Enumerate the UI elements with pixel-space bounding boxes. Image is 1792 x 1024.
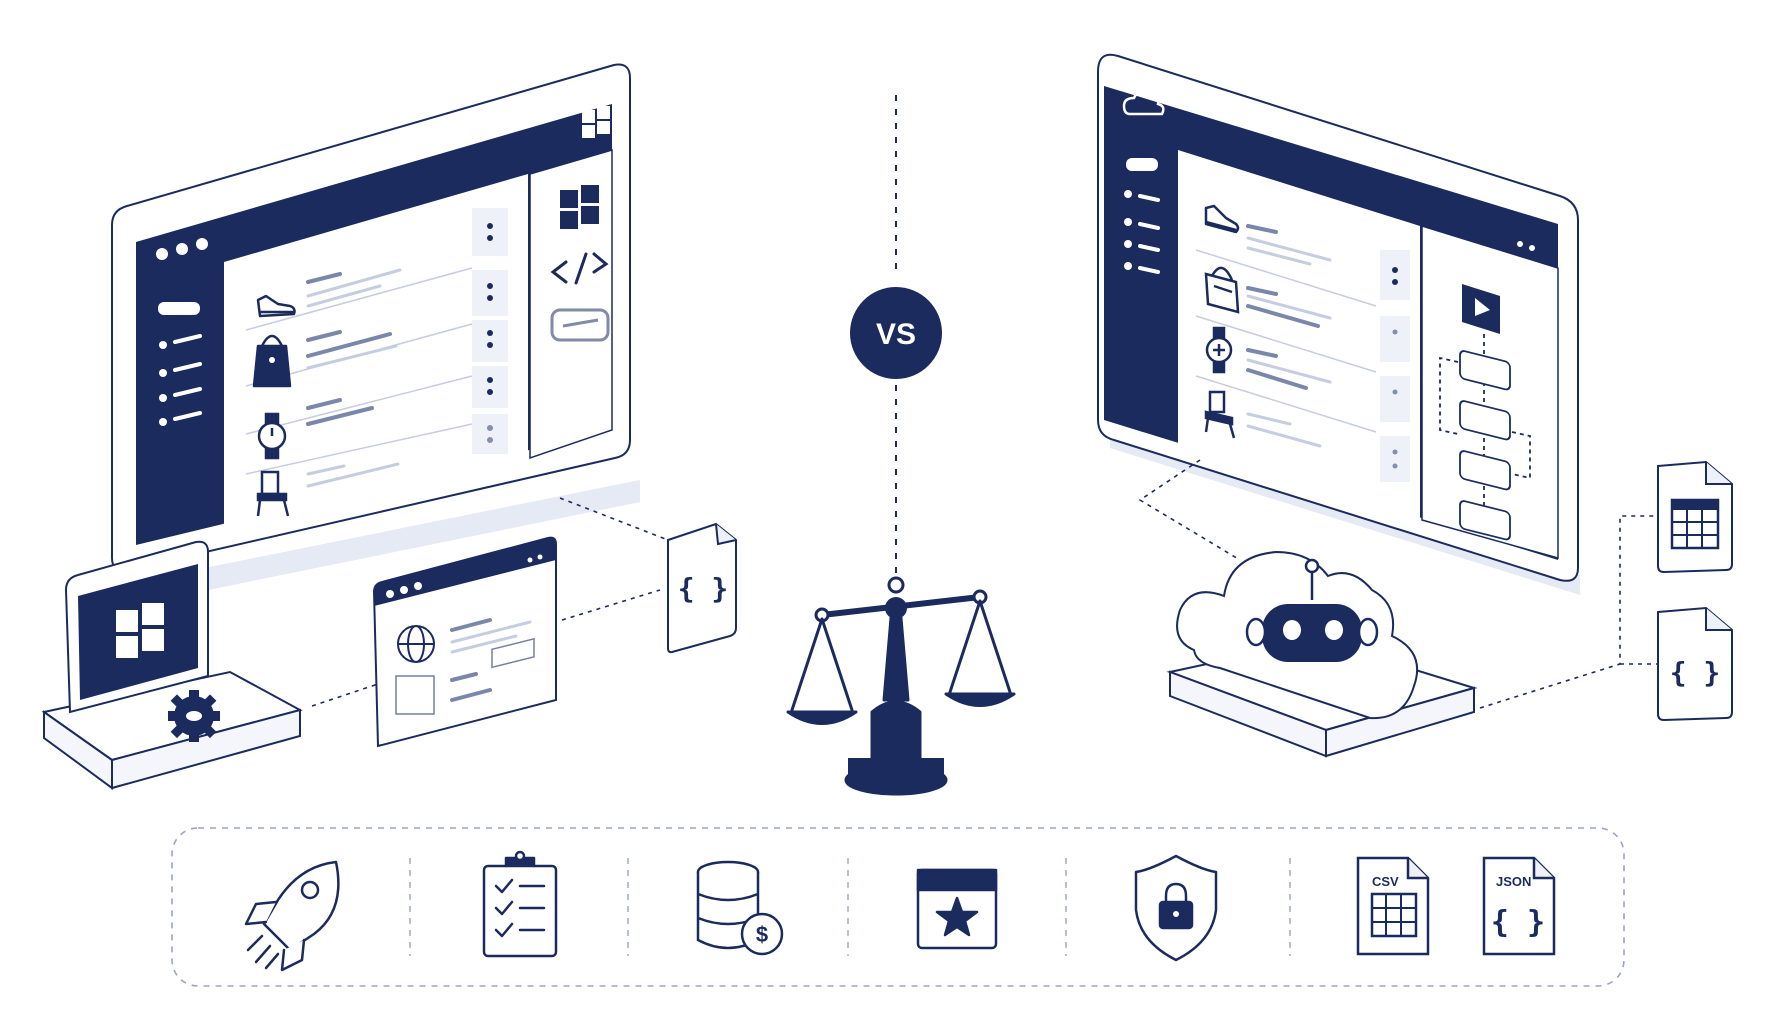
json-brace-glyph: { } <box>678 572 729 605</box>
globe-icon <box>397 625 435 663</box>
shoe-icon <box>256 294 296 318</box>
handbag-icon <box>252 334 292 388</box>
left-monitor <box>111 63 669 608</box>
right-monitor <box>1097 53 1580 595</box>
handbag-icon <box>1204 266 1240 314</box>
left-product-list <box>245 208 508 517</box>
json-label: JSON <box>1496 874 1531 889</box>
json-brace-glyph: { } <box>1491 905 1545 940</box>
laptop-windows-icon <box>41 540 303 790</box>
link-icon <box>550 308 610 342</box>
json-file-icon: { } <box>1657 606 1733 722</box>
gear-icon <box>168 690 220 742</box>
json-brace-glyph: { } <box>1670 656 1721 689</box>
csv-label: CSV <box>1372 874 1399 889</box>
checklist-icon <box>482 850 558 958</box>
left-sidebar <box>158 302 202 426</box>
shoe-icon <box>1204 204 1240 234</box>
kebab-menu-icon <box>1380 250 1410 482</box>
vs-label: VS <box>876 318 916 351</box>
browser-window-icon <box>372 536 557 748</box>
chair-icon <box>1204 390 1236 439</box>
balance-scale-icon <box>786 576 1016 796</box>
windows-logo-icon <box>560 185 599 229</box>
cloud-robot-icon <box>1166 550 1478 758</box>
csv-file-icon: CSV <box>1356 856 1430 956</box>
feature-strip: $ CSV JS <box>171 827 1625 987</box>
watch-icon <box>257 412 287 460</box>
rocket-icon <box>244 860 340 972</box>
calendar-star-icon <box>916 868 998 950</box>
code-icon <box>550 252 609 285</box>
json-file-icon: JSON { } <box>1482 856 1556 956</box>
right-product-list <box>1195 204 1410 482</box>
kebab-menu-icon <box>472 208 508 454</box>
chair-icon <box>256 470 290 517</box>
flowchart-icon <box>1439 334 1531 541</box>
play-icon <box>1462 284 1500 334</box>
spreadsheet-file-icon <box>1657 460 1733 574</box>
vs-badge-icon: VS <box>850 287 942 379</box>
windows-logo-icon <box>582 106 610 138</box>
svg-text:$: $ <box>756 922 768 947</box>
database-cost-icon: $ <box>696 860 784 956</box>
json-file-icon: { } <box>667 522 737 654</box>
cloud-icon <box>1122 89 1165 116</box>
shield-lock-icon <box>1134 854 1218 962</box>
watch-icon <box>1205 326 1233 374</box>
right-sidebar <box>1124 158 1160 274</box>
